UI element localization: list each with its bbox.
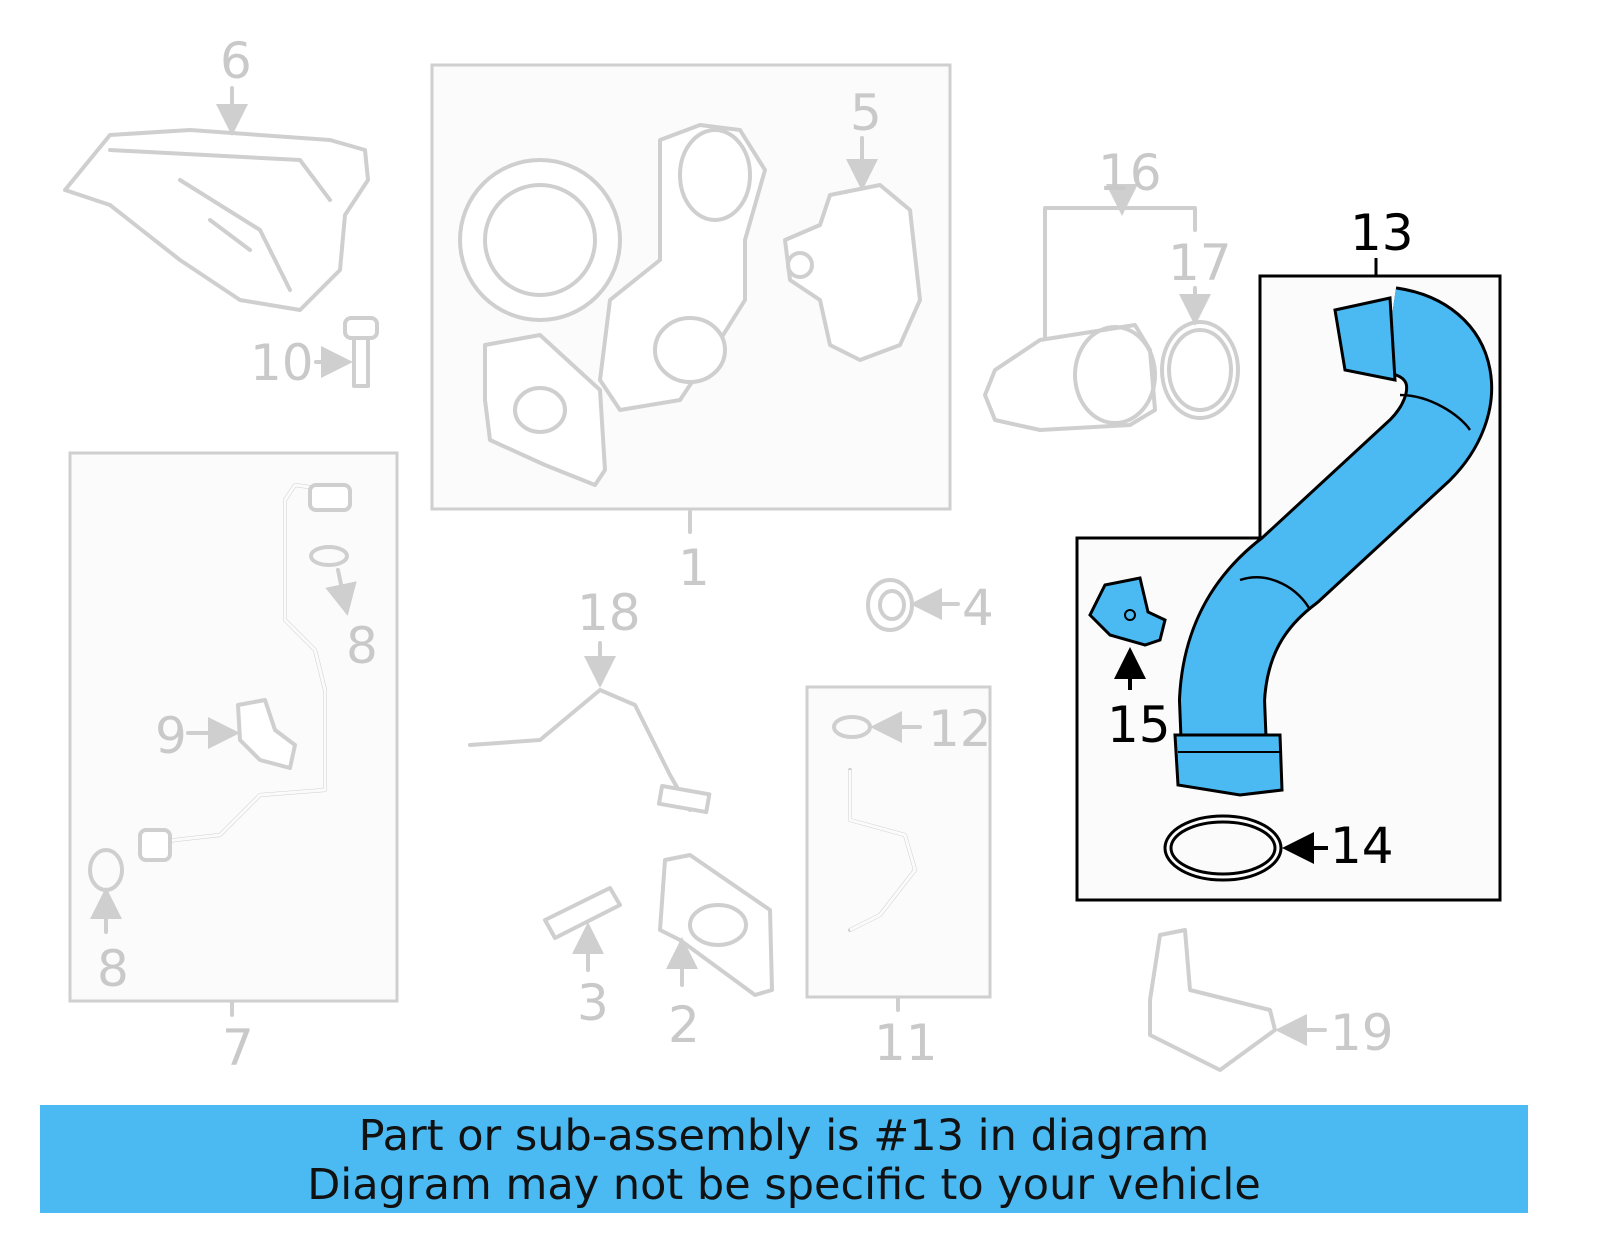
part-9-banjo	[236, 698, 297, 770]
group-box-11	[805, 685, 992, 999]
part-11-oil-return-tube[interactable]	[832, 711, 922, 932]
callout-8-lower[interactable]: 8	[97, 940, 129, 998]
part-17-gasket[interactable]	[1160, 286, 1240, 420]
part-3-stud[interactable]	[543, 886, 622, 972]
part-14-seal[interactable]	[1163, 814, 1328, 882]
callout-13[interactable]: 13	[1350, 204, 1414, 262]
part-5-actuator[interactable]	[783, 136, 922, 362]
callout-3[interactable]: 3	[577, 974, 609, 1032]
part-10-bolt[interactable]	[314, 316, 379, 388]
group-box-7	[68, 451, 399, 1003]
callout-14[interactable]: 14	[1330, 817, 1394, 875]
callout-5[interactable]: 5	[850, 84, 882, 142]
callout-11[interactable]: 11	[874, 1014, 938, 1072]
part-15-sensor[interactable]	[1088, 576, 1167, 690]
banner-line-2: Diagram may not be specific to your vehi…	[307, 1160, 1261, 1210]
callout-4[interactable]: 4	[962, 579, 994, 637]
part-13-intercooler-inlet-pipe[interactable]	[1173, 286, 1494, 797]
callout-6[interactable]: 6	[220, 32, 252, 90]
callout-1[interactable]: 1	[678, 539, 710, 597]
part-19-bracket[interactable]	[1148, 928, 1327, 1072]
banner-line-1: Part or sub-assembly is #13 in diagram	[358, 1111, 1210, 1161]
part-18-sensor-line[interactable]	[468, 641, 712, 815]
part-7-oil-feed-line[interactable]	[88, 483, 357, 934]
part-1-turbocharger[interactable]	[458, 123, 767, 487]
callout-18[interactable]: 18	[577, 584, 641, 642]
callout-15[interactable]: 15	[1107, 696, 1171, 754]
info-banner: Part or sub-assembly is #13 in diagram D…	[40, 1105, 1528, 1213]
part-8-washer	[309, 545, 349, 567]
part-16-outlet-adapter[interactable]	[983, 323, 1157, 432]
callout-10[interactable]: 10	[250, 334, 314, 392]
part-2-gasket[interactable]	[658, 853, 774, 997]
callout-2[interactable]: 2	[668, 996, 700, 1054]
callout-8-upper[interactable]: 8	[346, 617, 378, 675]
callout-17[interactable]: 17	[1168, 234, 1232, 292]
callout-7[interactable]: 7	[222, 1019, 254, 1077]
part-4-nut[interactable]	[866, 578, 960, 632]
callout-19[interactable]: 19	[1330, 1004, 1394, 1062]
part-6-heat-shield[interactable]	[63, 86, 370, 312]
callout-9[interactable]: 9	[155, 707, 187, 765]
callout-12[interactable]: 12	[928, 700, 992, 758]
callout-16[interactable]: 16	[1098, 144, 1162, 202]
